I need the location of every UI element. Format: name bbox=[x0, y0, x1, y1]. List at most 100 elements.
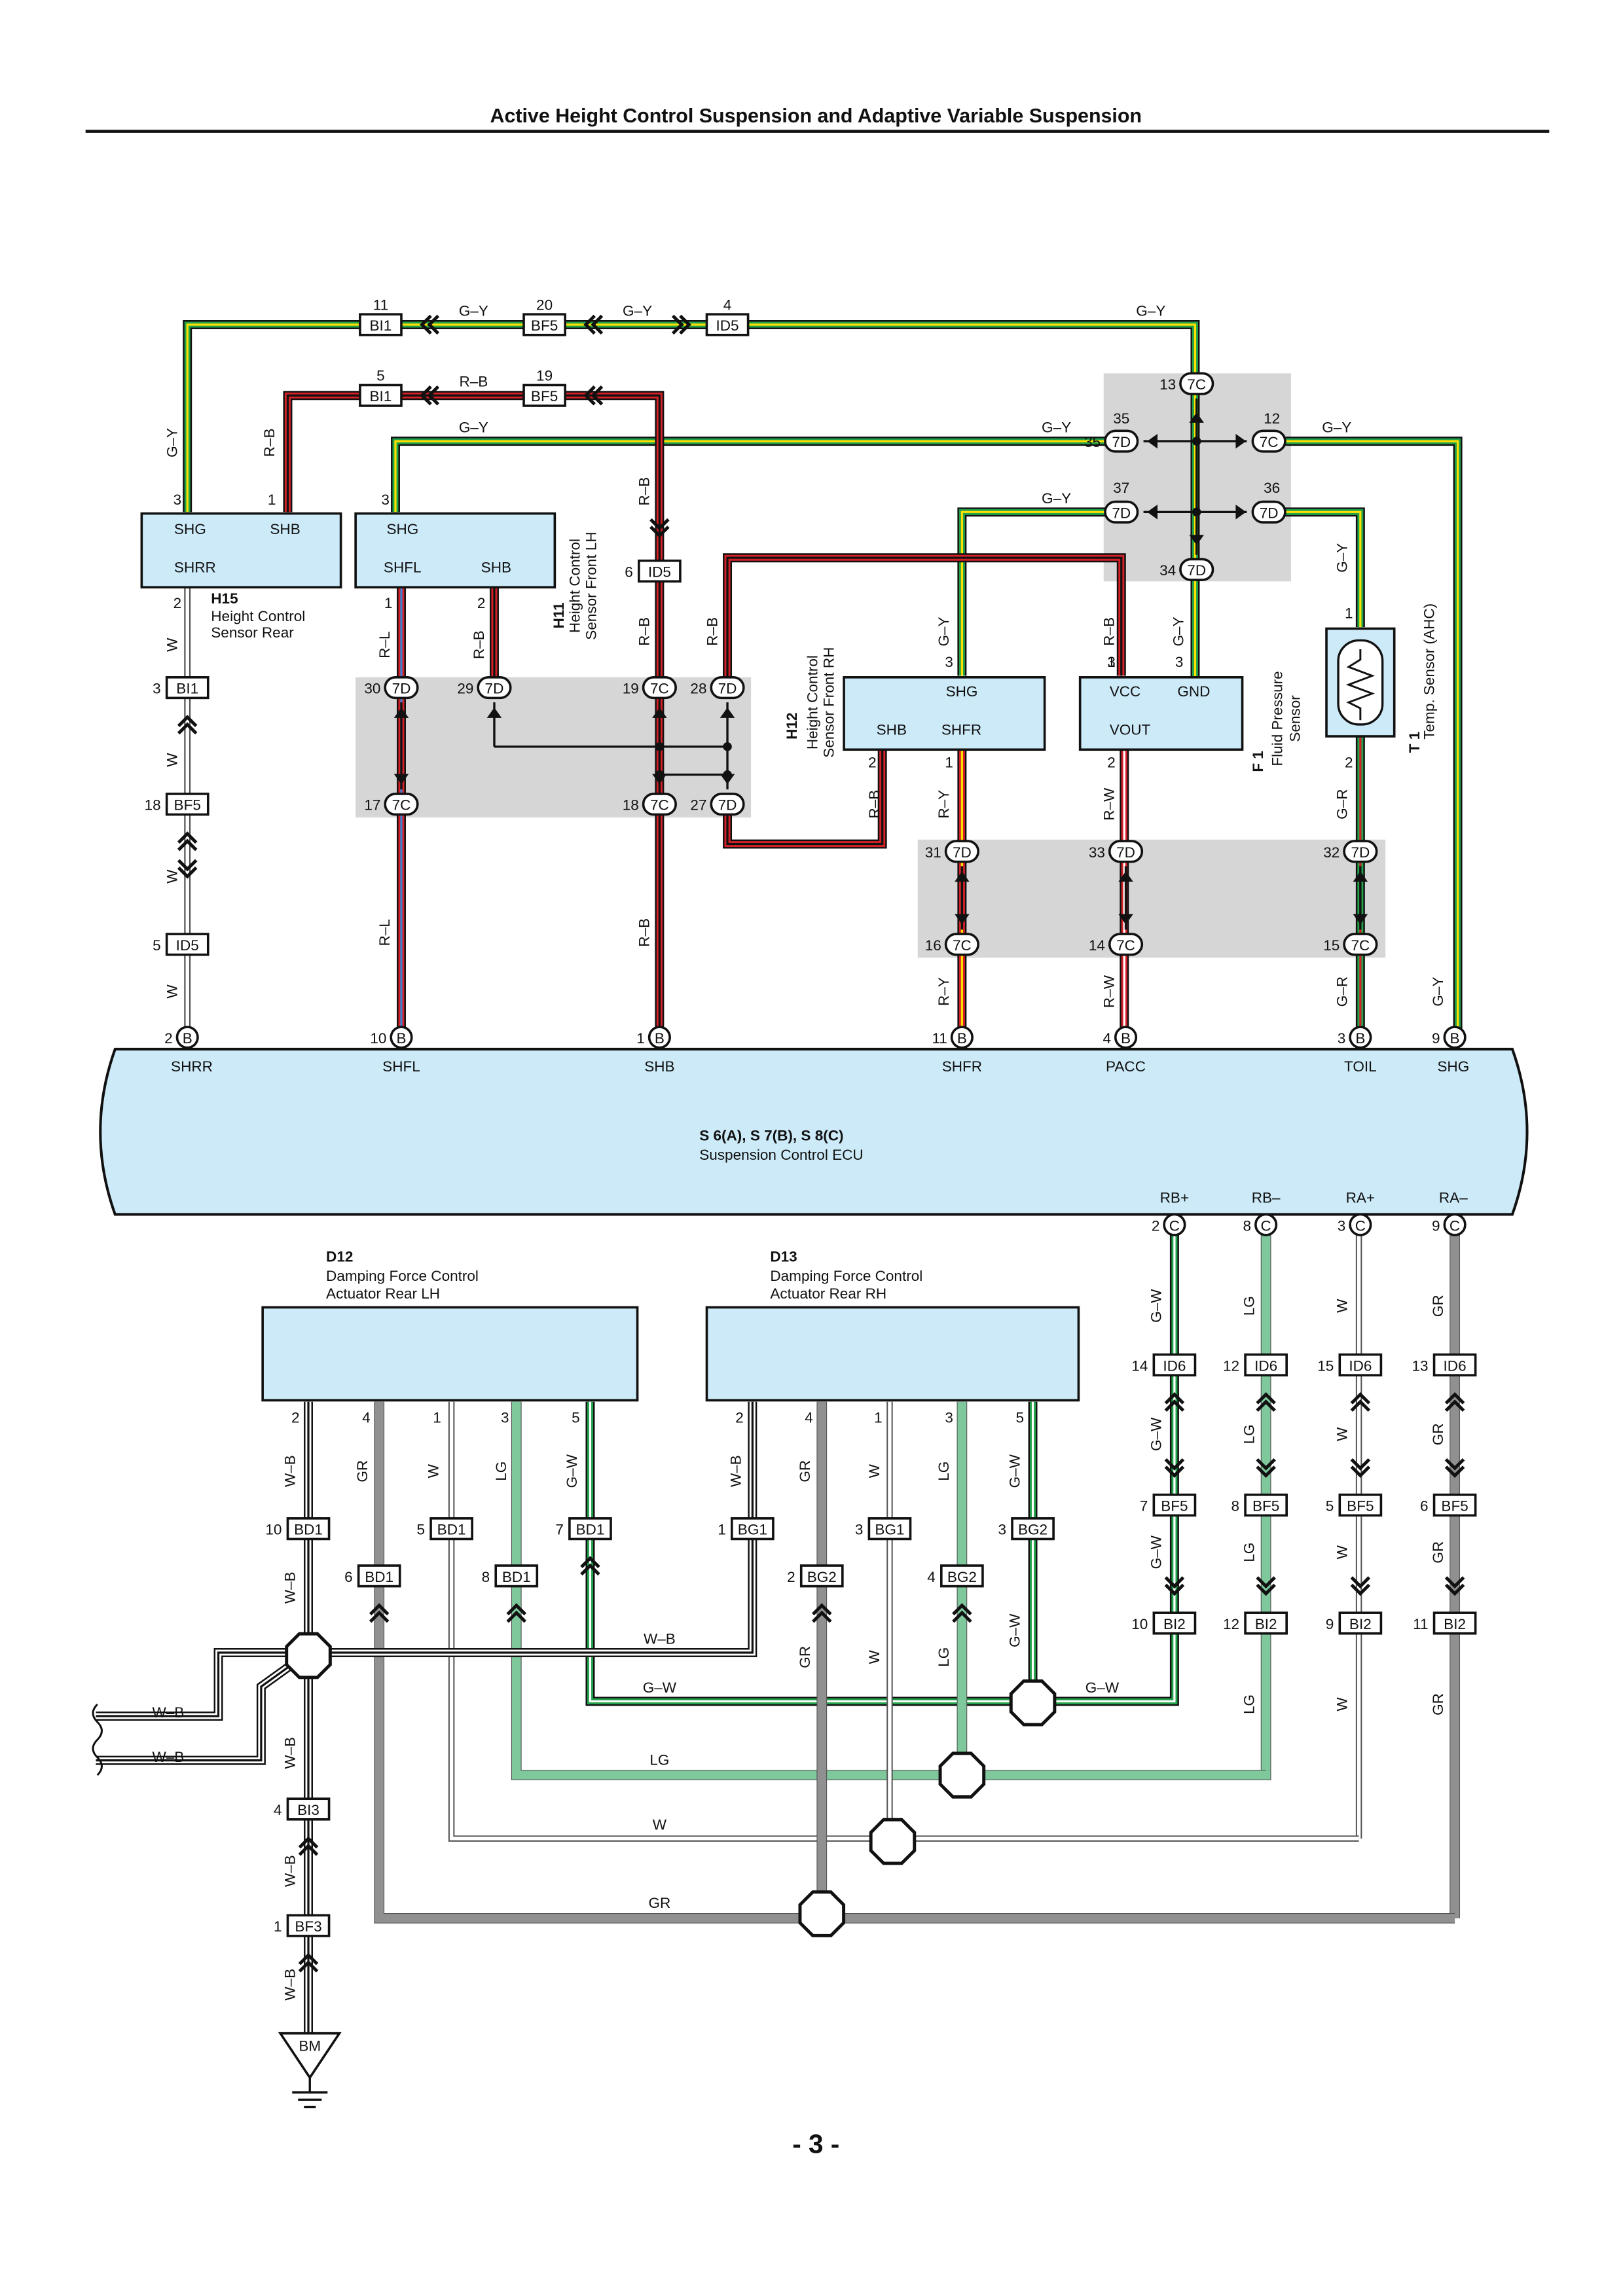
pin-number: 3 bbox=[855, 1522, 864, 1538]
wire-color-label: R–B bbox=[471, 630, 487, 659]
wire-W-B-stripe bbox=[96, 1651, 309, 1717]
connector-BD1 bbox=[494, 1564, 539, 1588]
ecu-pin-name: PACC bbox=[1106, 1058, 1146, 1075]
pin-number: 6 bbox=[1420, 1498, 1429, 1515]
pin-number: 35 bbox=[1084, 434, 1101, 450]
arrow-mark bbox=[652, 774, 667, 785]
chevron-mark bbox=[369, 1603, 390, 1616]
wire-color-label: G–Y bbox=[459, 420, 488, 436]
component-name: Damping Force Control bbox=[326, 1268, 479, 1284]
terminal-id: B bbox=[1355, 1030, 1365, 1047]
terminal-id: B bbox=[655, 1030, 665, 1047]
wire-color-label: G–R bbox=[1334, 789, 1351, 819]
pin-number: 4 bbox=[274, 1802, 282, 1818]
connector-id: 7C bbox=[1116, 937, 1135, 954]
page-number: - 3 - bbox=[792, 2128, 839, 2159]
connector-7C bbox=[642, 676, 677, 700]
pin-number: 2 bbox=[1107, 754, 1116, 770]
pin-name: SHG bbox=[174, 521, 206, 537]
wire-R-B-stripe bbox=[726, 556, 1123, 677]
connector-id: ID6 bbox=[1349, 1357, 1372, 1374]
wire-color-label: R–Y bbox=[936, 977, 952, 1006]
pin-number: 3 bbox=[998, 1522, 1006, 1538]
chevron-mark bbox=[1164, 1465, 1185, 1479]
pin-number: 3 bbox=[1338, 1217, 1346, 1234]
connector-7D bbox=[1179, 558, 1214, 581]
chevron-mark bbox=[177, 722, 198, 735]
wire-color-label: W bbox=[164, 869, 180, 884]
pin-number: 1 bbox=[636, 1030, 645, 1047]
pin-number: 3 bbox=[1107, 654, 1116, 670]
pin-number: 16 bbox=[925, 937, 941, 954]
wire-W-B-outline bbox=[96, 1649, 312, 1765]
wire-color-label: GR bbox=[1430, 1295, 1446, 1317]
connector-id: BF5 bbox=[1161, 1498, 1188, 1515]
connector-id: BI1 bbox=[370, 317, 392, 334]
pin-number: 1 bbox=[1107, 654, 1116, 670]
ecu-pin-name: RA– bbox=[1439, 1189, 1468, 1206]
terminal-B bbox=[1114, 1026, 1138, 1049]
connector-id: 7C bbox=[650, 797, 669, 814]
pin-number: 18 bbox=[145, 797, 161, 814]
junction-dot bbox=[655, 742, 665, 751]
wire-color-label: W bbox=[866, 1649, 883, 1664]
wire-color-label: W bbox=[164, 984, 180, 999]
terminal-C bbox=[1163, 1213, 1186, 1236]
ground-label: BM bbox=[299, 2038, 321, 2054]
pin-name: SHFL bbox=[384, 560, 422, 576]
wire-color-label: W bbox=[425, 1463, 441, 1478]
ecu-pin-name: RA+ bbox=[1346, 1189, 1375, 1206]
wire-color-label: W–B bbox=[282, 1571, 299, 1604]
chevron-mark bbox=[506, 1603, 527, 1616]
connector-id: BF5 bbox=[531, 317, 558, 334]
terminal-B bbox=[390, 1026, 413, 1049]
connector-id: ID5 bbox=[648, 564, 671, 581]
connector-id: 7D bbox=[718, 797, 737, 814]
chevron-mark bbox=[1350, 1576, 1371, 1589]
pin-number: 10 bbox=[370, 1030, 386, 1047]
connector-7D bbox=[710, 793, 745, 816]
pin-number: 14 bbox=[1131, 1357, 1148, 1374]
height-sensor-front-rh-h12 bbox=[843, 676, 1046, 751]
wire-R-B bbox=[724, 554, 1125, 677]
chevron-mark bbox=[1164, 1391, 1185, 1405]
connector-BI1 bbox=[165, 676, 210, 700]
connector-id: BG2 bbox=[947, 1569, 977, 1585]
wire-color-label: G–Y bbox=[1170, 617, 1186, 646]
wire-W bbox=[449, 1401, 1359, 1840]
arrow-mark bbox=[1147, 505, 1158, 520]
pin-number: 4 bbox=[805, 1409, 813, 1426]
terminal-B bbox=[647, 1026, 671, 1049]
chevron-mark bbox=[420, 314, 432, 335]
wire-G-Y-stripe bbox=[394, 440, 1122, 512]
connector-id: BD1 bbox=[576, 1522, 605, 1538]
wire-color-label: R–L bbox=[376, 919, 393, 946]
pin-number: 30 bbox=[364, 681, 380, 697]
ecu-pin-name: SHB bbox=[644, 1058, 674, 1075]
wire-color-label: W–B bbox=[282, 1855, 299, 1887]
component-name: Sensor Rear bbox=[211, 624, 294, 641]
chevron-mark bbox=[177, 866, 198, 879]
terminal-B bbox=[1349, 1026, 1372, 1049]
wire-color-label: G–Y bbox=[623, 302, 652, 319]
component-name: Height Control bbox=[211, 608, 305, 624]
chevron-mark bbox=[583, 314, 596, 335]
pin-number: 4 bbox=[723, 296, 732, 313]
connector-id: BD1 bbox=[365, 1569, 393, 1585]
chevron-mark bbox=[177, 715, 198, 727]
component-code: T 1 bbox=[1406, 732, 1423, 753]
connector-id: BF5 bbox=[1347, 1498, 1374, 1515]
pin-number: 8 bbox=[1231, 1498, 1240, 1515]
pin-number: 34 bbox=[1159, 562, 1176, 579]
connector-BI2 bbox=[1432, 1611, 1477, 1635]
wire-R-B-stripe bbox=[286, 394, 661, 561]
chevron-mark bbox=[679, 314, 691, 335]
pin-number: 27 bbox=[690, 797, 706, 814]
connector-id: BD1 bbox=[437, 1522, 466, 1538]
pin-number: 7 bbox=[555, 1522, 564, 1538]
component-code: H11 bbox=[551, 602, 567, 628]
terminal-C bbox=[1349, 1213, 1372, 1236]
pin-number: 12 bbox=[1223, 1357, 1239, 1374]
wire-color-label: W bbox=[653, 1817, 667, 1833]
chevron-mark bbox=[812, 1603, 832, 1616]
